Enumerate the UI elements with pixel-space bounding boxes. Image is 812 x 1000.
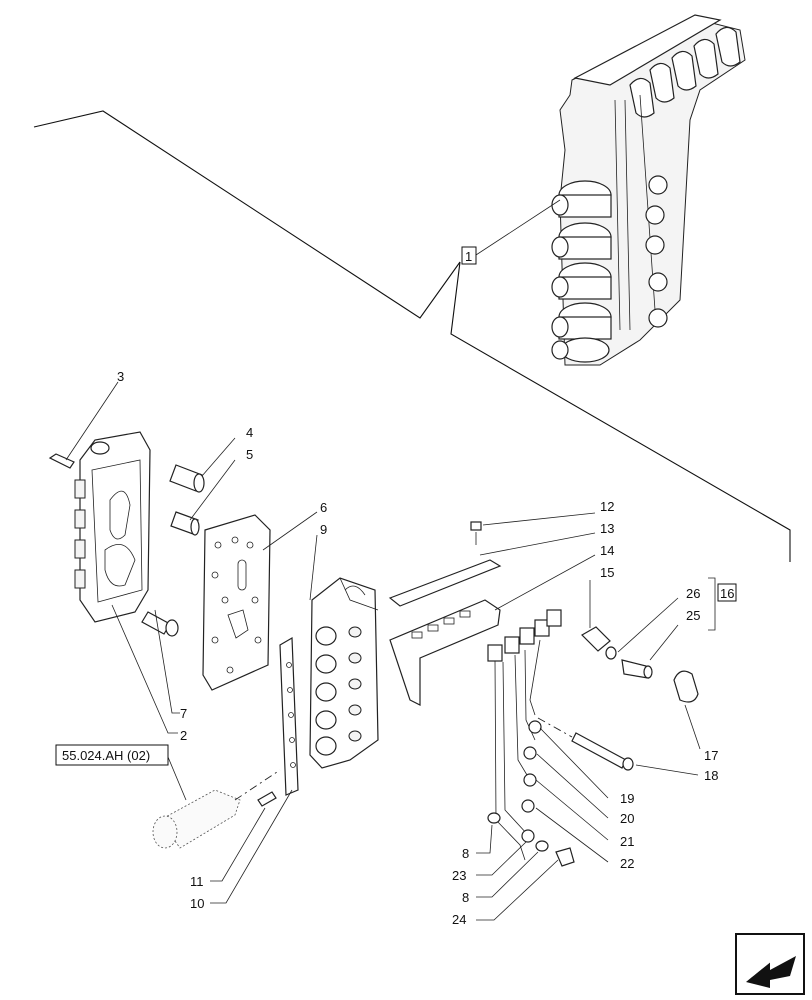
bracket-plate-14: [389, 599, 501, 706]
callout-22[interactable]: 22: [620, 856, 634, 871]
callout-7[interactable]: 7: [180, 706, 187, 721]
callout-16[interactable]: 16: [720, 586, 734, 601]
valve-housing-9: [309, 577, 379, 769]
gasket-strip-10: [279, 636, 299, 796]
callout-23[interactable]: 23: [452, 868, 466, 883]
oring-26: [605, 646, 617, 660]
callout-labels: 1 3 4 5 6 9 7 2 12 13 14 15 26 25 16 17 …: [117, 246, 737, 927]
washer-8b: [535, 840, 549, 852]
callout-11[interactable]: 11: [190, 874, 204, 889]
callout-25[interactable]: 25: [686, 608, 700, 623]
callout-14[interactable]: 14: [600, 543, 614, 558]
assembly-boundary-lines: [33, 110, 791, 562]
callout-5[interactable]: 5: [246, 447, 253, 462]
top-connectors: [629, 26, 741, 118]
callout-15[interactable]: 15: [600, 565, 614, 580]
callout-3[interactable]: 3: [117, 369, 124, 384]
fitting-25: [621, 659, 653, 679]
reference-label-box: [55, 744, 169, 766]
fitting-15: [581, 626, 611, 652]
next-page-arrow-icon[interactable]: [735, 933, 805, 995]
plug-24: [555, 847, 575, 867]
callout-10[interactable]: 10: [190, 896, 204, 911]
callout-21[interactable]: 21: [620, 834, 634, 849]
callout-6[interactable]: 6: [320, 500, 327, 515]
callout-24[interactable]: 24: [452, 912, 466, 927]
cap-17: [673, 670, 699, 703]
callout-1[interactable]: 1: [465, 249, 472, 264]
callout-2[interactable]: 2: [180, 728, 187, 743]
callout-box-16: [717, 583, 737, 602]
callout-26[interactable]: 26: [686, 586, 700, 601]
sleeve-4: [169, 464, 205, 493]
washer-8a: [487, 812, 501, 824]
reference-label-text[interactable]: 55.024.AH (02): [62, 748, 150, 763]
pin-18: [537, 717, 634, 771]
callout-9[interactable]: 9: [320, 522, 327, 537]
callout-19[interactable]: 19: [620, 791, 634, 806]
screw-12: [470, 521, 482, 545]
callout-4[interactable]: 4: [246, 425, 253, 440]
callout-18[interactable]: 18: [704, 768, 718, 783]
sensor-reference-part: [152, 769, 281, 849]
assembled-valve-block: [551, 14, 746, 366]
callout-20[interactable]: 20: [620, 811, 634, 826]
callout-box-1: [461, 246, 477, 265]
callout-8a[interactable]: 8: [462, 846, 469, 861]
solenoid-stack: [551, 180, 612, 363]
sleeve-5: [170, 511, 200, 536]
hex-nuts: [645, 175, 668, 328]
reference-label[interactable]: 55.024.AH (02): [55, 744, 169, 766]
bolt-7: [141, 611, 179, 637]
callout-8b[interactable]: 8: [462, 890, 469, 905]
bracket-bar-13: [388, 559, 502, 607]
ring-23: [521, 829, 535, 843]
wiring-harness: [487, 609, 562, 861]
valve-body-plate: [74, 431, 151, 623]
gasket-6: [202, 514, 271, 691]
callout-17[interactable]: 17: [704, 748, 718, 763]
bolt-3: [48, 453, 75, 469]
screw-11: [257, 791, 277, 807]
callout-13[interactable]: 13: [600, 521, 614, 536]
callout-12[interactable]: 12: [600, 499, 614, 514]
